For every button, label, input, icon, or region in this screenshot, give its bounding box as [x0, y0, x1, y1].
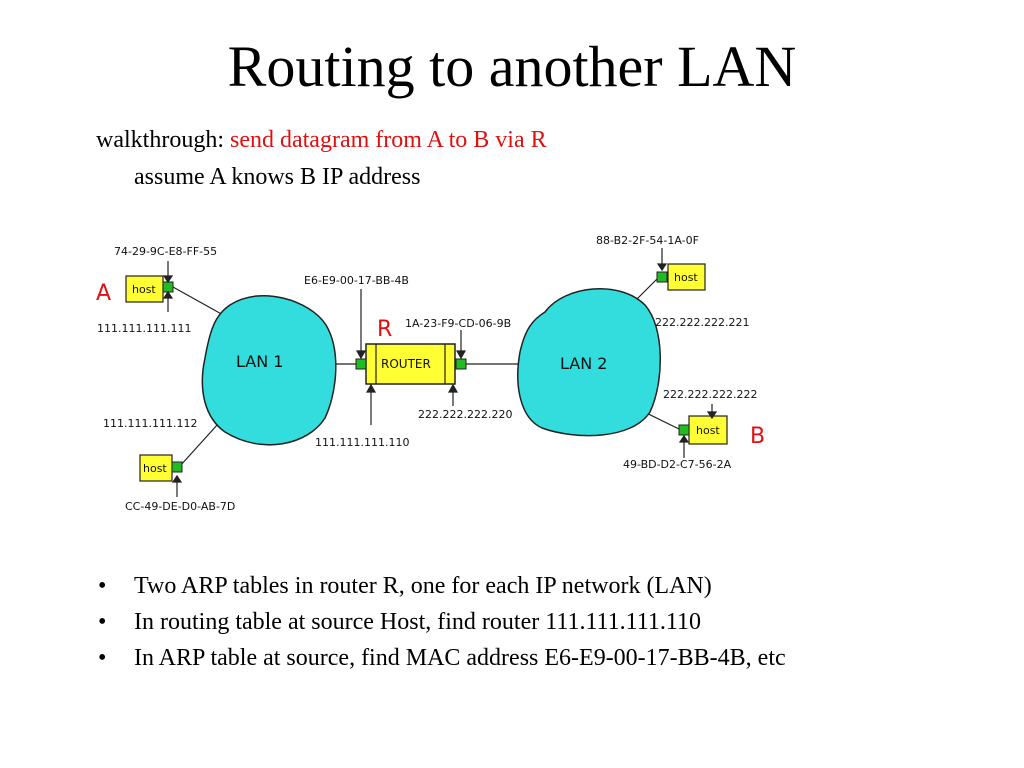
host-b-port	[678, 424, 690, 436]
host-d-box	[667, 263, 706, 291]
host-a-ip: 111.111.111.111	[97, 322, 191, 335]
bullet-text: Two ARP tables in router R, one for each…	[134, 573, 712, 599]
lan2-label: LAN 2	[560, 354, 607, 373]
router-right-port	[455, 358, 467, 370]
router-ip-right: 222.222.222.220	[418, 408, 512, 421]
link-a-lan1	[172, 286, 226, 317]
router-label: ROUTER	[381, 357, 431, 371]
arrow-b-ip-head	[706, 411, 718, 420]
host-a-port	[162, 281, 174, 293]
router-ip-left: 111.111.111.110	[315, 436, 409, 449]
arrow-router-mac-right-head	[455, 350, 467, 360]
arrow-b-mac-head	[678, 434, 690, 443]
annotation-arrows	[162, 248, 718, 497]
bullet-marker: •	[98, 573, 107, 599]
bullet-text: In routing table at source Host, find ro…	[134, 609, 701, 635]
walkthrough-line: walkthrough: send datagram from A to B v…	[96, 125, 547, 155]
arrow-a-mac-head	[162, 275, 174, 284]
lan1-label: LAN 1	[236, 352, 283, 371]
bullet-text: In ARP table at source, find MAC address…	[134, 645, 786, 671]
host-c-port	[171, 461, 183, 473]
host-a-mac: 74-29-9C-E8-FF-55	[114, 245, 217, 258]
host-b-label: host	[696, 424, 720, 437]
bullet-item: • Two ARP tables in router R, one for eac…	[96, 572, 916, 601]
link-c-lan1	[179, 423, 219, 467]
link-lan2-d	[635, 277, 659, 301]
arrow-router-mac-left-head	[355, 350, 367, 360]
host-c-box	[139, 454, 173, 482]
host-a-box	[125, 275, 164, 303]
host-a-label: host	[132, 283, 156, 296]
letter-b: B	[750, 424, 765, 449]
router-box	[365, 343, 456, 385]
bullet-list: • Two ARP tables in router R, one for eac…	[96, 572, 916, 680]
arrow-c-mac-head	[171, 474, 183, 483]
host-d-mac: 88-B2-2F-54-1A-0F	[596, 234, 699, 247]
arrow-router-ip-left-head	[365, 383, 377, 393]
walkthrough-highlight: send datagram from A to B via R	[229, 127, 547, 153]
router-mac-left: E6-E9-00-17-BB-4B	[304, 274, 409, 287]
arrow-d-mac-head	[656, 263, 668, 272]
host-c-mac: CC-49-DE-D0-AB-7D	[125, 500, 235, 513]
host-b-mac: 49-BD-D2-C7-56-2A	[623, 458, 732, 471]
arrow-a-ip-head	[162, 290, 174, 299]
host-d-ip: 222.222.222.221	[655, 316, 749, 329]
lan2-cloud	[517, 288, 662, 437]
letter-a: A	[96, 281, 111, 306]
connection-lines	[172, 277, 682, 467]
host-b-ip: 222.222.222.222	[663, 388, 757, 401]
router-left-port	[355, 358, 367, 370]
host-c-ip: 111.111.111.112	[103, 417, 197, 430]
walkthrough-label: walkthrough:	[96, 127, 224, 153]
lan1-cloud	[201, 295, 337, 446]
node-letters: A R B	[96, 281, 765, 449]
address-labels: 74-29-9C-E8-FF-55 111.111.111.111 111.11…	[97, 234, 757, 513]
letter-r: R	[377, 317, 392, 342]
bullet-item: • In ARP table at source, find MAC addres…	[96, 644, 916, 673]
bullet-marker: •	[98, 645, 107, 671]
assumption-line: assume A knows B IP address	[134, 164, 421, 190]
arrow-router-ip-right-head	[447, 383, 459, 393]
host-d-label: host	[674, 271, 698, 284]
slide-title: Routing to another LAN	[227, 34, 797, 99]
bullet-item: • In routing table at source Host, find r…	[96, 608, 916, 637]
host-c-label: host	[143, 462, 167, 475]
router-mac-right: 1A-23-F9-CD-06-9B	[405, 317, 511, 330]
bullet-marker: •	[98, 609, 107, 635]
host-d-port	[656, 271, 668, 283]
